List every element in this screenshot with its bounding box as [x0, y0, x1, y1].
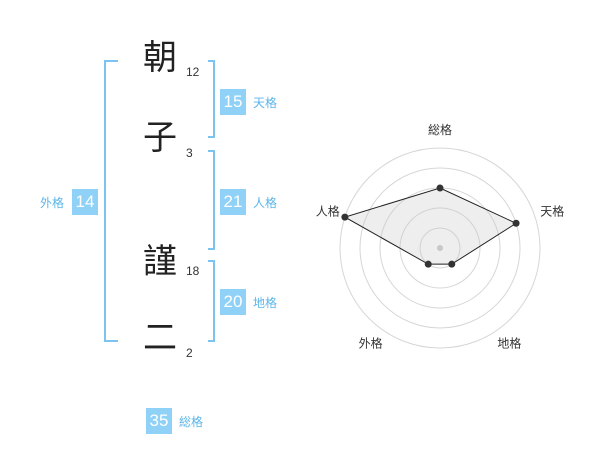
name-char-3: 謹 [143, 242, 177, 282]
radar-axis-label-2: 天格 [540, 204, 564, 219]
radar-ring [359, 167, 521, 329]
radar-point-3 [448, 260, 456, 268]
radar-axis-label-5: 人格 [316, 204, 340, 219]
radar-point-1 [436, 184, 444, 192]
gaikaku-bracket [104, 60, 118, 342]
soukaku-value-badge: 35 [146, 408, 172, 434]
radar-ring [339, 147, 541, 349]
stroke-count-4: 2 [186, 346, 193, 360]
jinkaku-label: 人格 [253, 196, 278, 210]
radar-point-2 [512, 219, 520, 227]
name-char-4: 二 [143, 318, 177, 358]
radar-axis-label-1: 総格 [428, 122, 452, 137]
tenkaku-label: 天格 [253, 96, 278, 110]
tenkaku-bracket [208, 60, 215, 138]
radar-point-5 [341, 213, 349, 221]
radar-polygon [343, 187, 518, 265]
stroke-count-2: 3 [186, 146, 193, 160]
jinkaku-value-badge: 21 [220, 189, 246, 215]
chikaku-bracket [208, 260, 215, 342]
name-char-1: 朝 [143, 38, 177, 78]
name-char-2: 子 [143, 118, 177, 158]
radar-center [437, 245, 443, 251]
soukaku-label: 総格 [179, 415, 204, 429]
stroke-count-3: 18 [186, 264, 200, 278]
chikaku-value-badge: 20 [220, 289, 246, 315]
radar-axis-label-4: 外格 [359, 335, 383, 350]
tenkaku-value-badge: 15 [220, 89, 246, 115]
stroke-count-1: 12 [186, 65, 200, 79]
radar-point-4 [424, 260, 432, 268]
gaikaku-label: 外格 [40, 196, 65, 210]
gaikaku-value-badge: 14 [72, 189, 98, 215]
chikaku-label: 地格 [253, 296, 278, 310]
jinkaku-bracket [208, 150, 215, 250]
radar-ring [419, 227, 461, 269]
radar-axis-label-3: 地格 [497, 335, 521, 350]
radar-rings [339, 147, 541, 349]
